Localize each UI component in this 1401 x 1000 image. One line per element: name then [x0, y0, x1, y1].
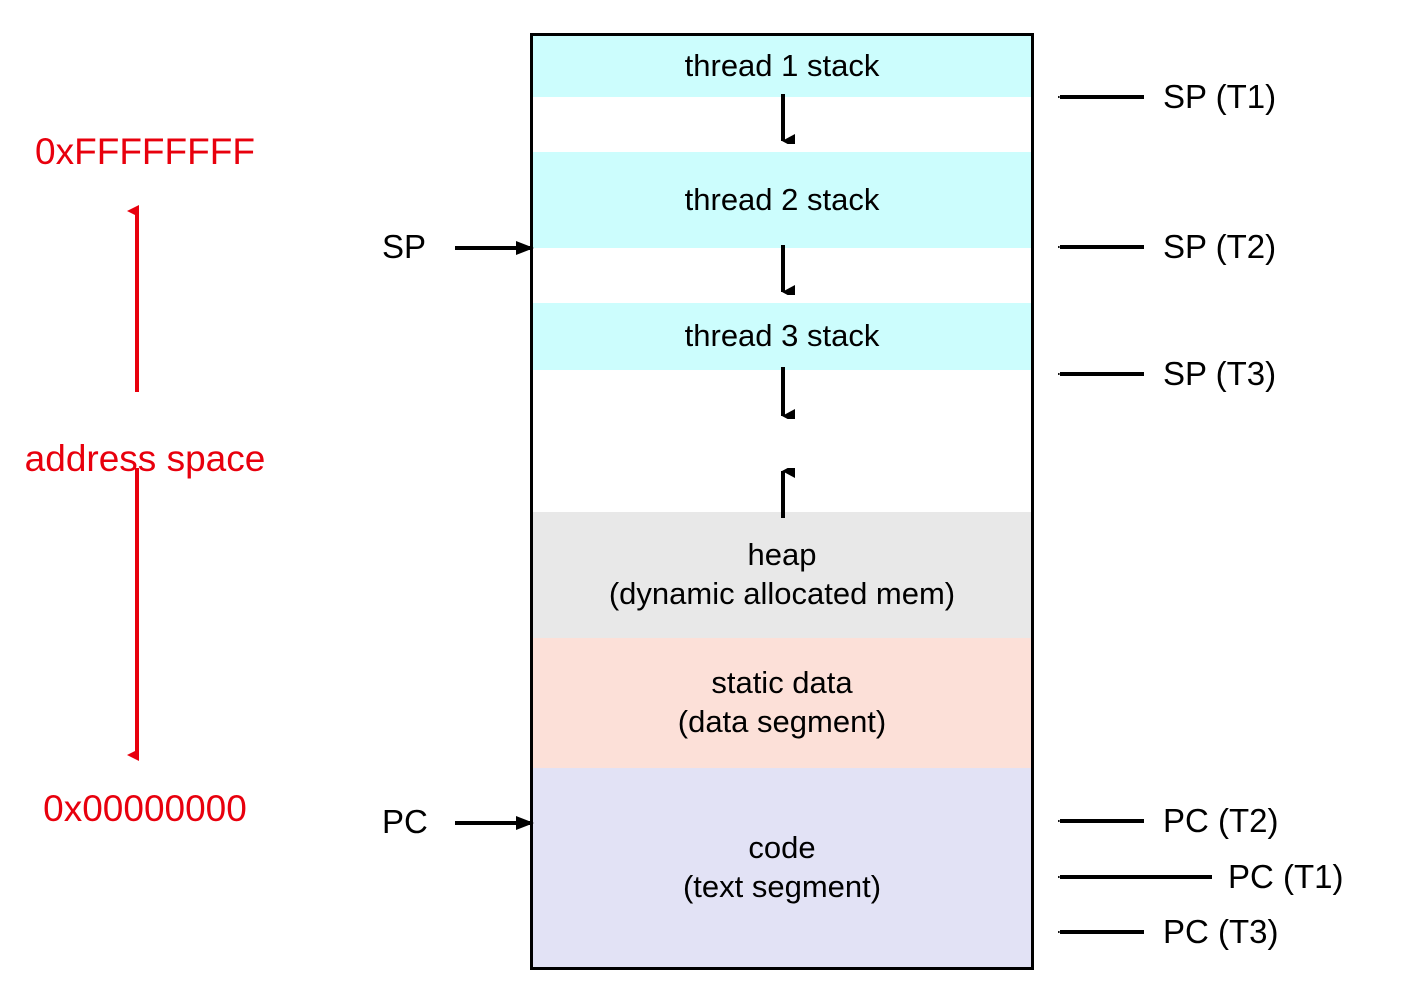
segment-static-data: static data (data segment) [533, 638, 1031, 768]
thread1-stack-growth-arrow [781, 94, 795, 144]
pointer-label-sp-t3: SP (T3) [1163, 355, 1277, 392]
thread3-stack-growth-arrow [781, 367, 795, 419]
segment-label: thread 3 stack [684, 318, 880, 354]
heap-growth-arrow [781, 468, 795, 518]
pc-t2-pointer-arrow [1058, 814, 1144, 828]
address-bottom-label: 0x00000000 [43, 788, 247, 829]
segment-thread1-stack: thread 1 stack [533, 36, 1031, 97]
pointer-label-pc-t1: PC (T1) [1228, 858, 1344, 895]
sp-t1-pointer-arrow [1058, 90, 1144, 104]
segment-heap: heap (dynamic allocated mem) [533, 512, 1031, 638]
segment-sublabel: (data segment) [677, 704, 887, 739]
address-space-double-arrow [127, 205, 139, 761]
pointer-label-sp-t2: SP (T2) [1163, 228, 1277, 265]
segment-label: code [748, 829, 816, 865]
sp-t2-pointer-arrow [1058, 240, 1144, 254]
pointer-label-sp: SP [382, 228, 427, 265]
pc-pointer-arrow [455, 816, 534, 830]
sp-pointer-arrow [455, 241, 534, 255]
pc-t1-pointer-arrow [1058, 870, 1212, 884]
pointer-label-pc-t3: PC (T3) [1163, 913, 1279, 950]
pc-t3-pointer-arrow [1058, 925, 1144, 939]
thread2-stack-growth-arrow [781, 245, 795, 295]
segment-label: static data [711, 665, 853, 701]
pointer-label-pc: PC [382, 803, 428, 840]
segment-sublabel: (text segment) [682, 868, 882, 904]
pointer-label-sp-t1: SP (T1) [1163, 78, 1277, 115]
segment-label: thread 1 stack [684, 48, 880, 84]
pointer-label-pc-t2: PC (T2) [1163, 802, 1279, 839]
sp-t3-pointer-arrow [1058, 367, 1144, 381]
segment-thread3-stack: thread 3 stack [533, 303, 1031, 370]
segment-code: code (text segment) [533, 768, 1031, 967]
segment-label: thread 2 stack [684, 181, 880, 217]
segment-thread2-stack: thread 2 stack [533, 152, 1031, 248]
segment-label: heap [747, 537, 817, 573]
address-top-label: 0xFFFFFFFF [35, 131, 255, 172]
address-space-range-label: address space [24, 438, 266, 479]
segment-sublabel: (dynamic allocated mem) [608, 576, 956, 611]
